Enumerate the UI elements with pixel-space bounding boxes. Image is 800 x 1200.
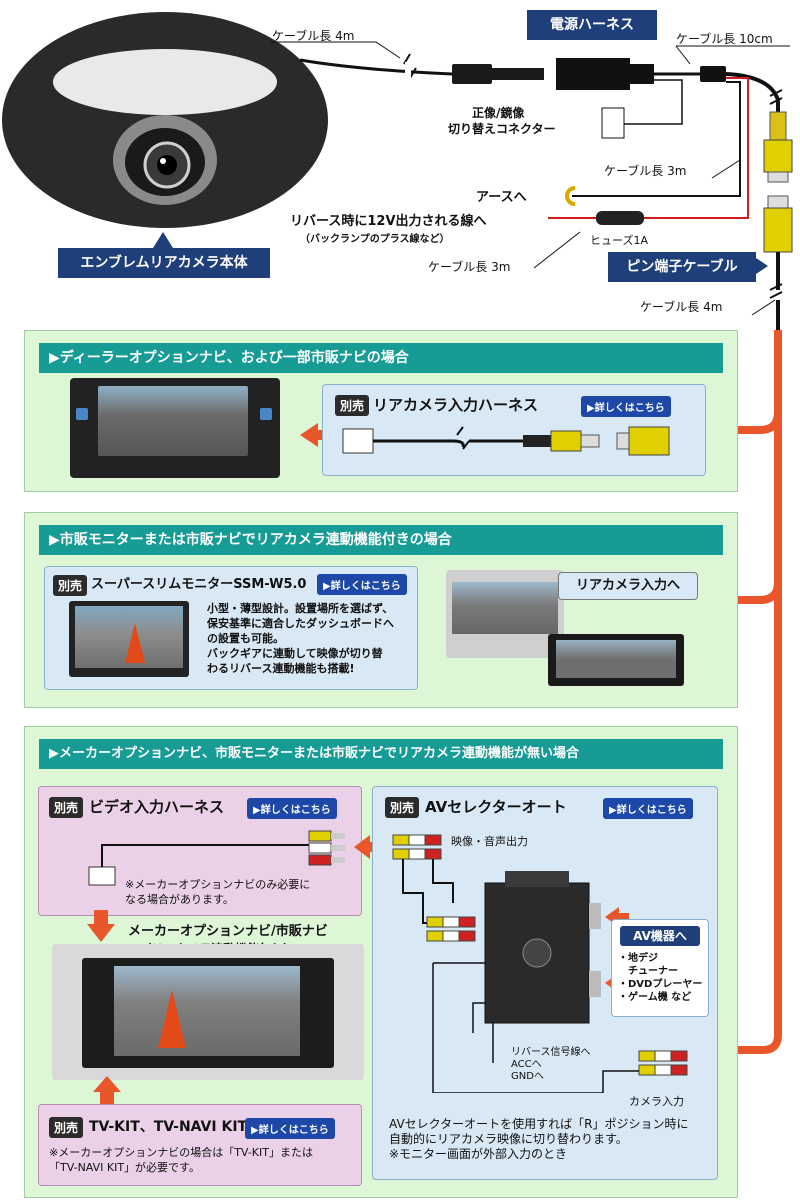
card-title: AVセレクターオート — [425, 798, 567, 816]
av-device-list: ・地デジ チューナー ・DVDプレーヤー ・ゲーム機 など — [618, 953, 703, 1003]
aftermarket-monitor-image — [548, 634, 684, 686]
arrow-down-to-navi — [87, 910, 115, 942]
card-title: スーパースリムモニターSSM-W5.0 — [91, 577, 307, 592]
mirror-connector-label-2: 切り替えコネクター — [448, 122, 556, 136]
details-link[interactable]: ▶詳しくはこちら — [581, 396, 671, 417]
rear-camera-harness-card: 別売 リアカメラ入力ハーネス ▶詳しくはこちら — [322, 384, 706, 476]
cable-length-10cm: ケーブル長 10cm — [676, 32, 773, 46]
av-device-title: AV機器へ — [620, 926, 700, 946]
maker-navi-unit — [52, 944, 364, 1080]
rear-camera-input-label: リアカメラ入力へ — [558, 572, 698, 600]
power-harness-label: 電源ハーネス — [527, 10, 657, 40]
sold-separately-tag: 別売 — [385, 797, 420, 818]
av-device-box: AV機器へ ・地デジ チューナー ・DVDプレーヤー ・ゲーム機 など — [611, 919, 709, 1017]
av-selector-description: AVセレクターオートを使用すれば「R」ポジション時に 自動的にリアカメラ映像に切… — [389, 1117, 689, 1161]
cable-length-3m-b: ケーブル長 3m — [428, 260, 511, 274]
slim-monitor-image — [69, 601, 189, 677]
arrow-selector-to-harness — [354, 835, 384, 859]
camera-input-label: カメラ入力 — [629, 1095, 684, 1108]
sold-separately-tag: 別売 — [49, 1117, 84, 1138]
av-selector-card: 別売 AVセレクターオート ▶詳しくはこちら 映像・音声出力 — [372, 786, 718, 1180]
card-title: ビデオ入力ハーネス — [89, 798, 225, 816]
reverse-wire-label: リバース時に12V出力される線へ — [290, 214, 487, 229]
top-wiring-diagram — [2, 12, 793, 330]
arrow-to-navi-1 — [300, 423, 332, 447]
details-link[interactable]: ▶詳しくはこちら — [317, 574, 407, 595]
cable-length-3m-a: ケーブル長 3m — [604, 164, 687, 178]
mirror-connector-label-1: 正像/鏡像 — [472, 106, 525, 120]
av-output-label: 映像・音声出力 — [451, 835, 528, 848]
earth-label: アースへ — [476, 190, 527, 205]
reverse-wire-sub-label: （バックランプのプラス線など） — [300, 234, 450, 245]
card-title: TV-KIT、TV-NAVI KIT — [89, 1119, 248, 1135]
video-harness-illustration — [88, 830, 345, 886]
details-link[interactable]: ▶詳しくはこちら — [603, 798, 693, 819]
dealer-navi-unit — [70, 378, 280, 478]
tv-kit-card: 別売 TV-KIT、TV-NAVI KIT ▶詳しくはこちら ※メーカーオプショ… — [38, 1104, 362, 1186]
card-title: リアカメラ入力ハーネス — [373, 396, 539, 414]
fuse-label: ヒューズ1A — [590, 234, 648, 247]
video-harness-note: ※メーカーオプションナビのみ必要に なる場合があります。 — [125, 878, 311, 906]
av-selector-illustration — [392, 834, 688, 1093]
sold-separately-tag: 別売 — [53, 575, 88, 596]
details-link[interactable]: ▶詳しくはこちら — [247, 798, 337, 819]
section-3-title: ▶メーカーオプションナビ、市販モニターまたは市販ナビでリアカメラ連動機能が無い場… — [39, 739, 723, 769]
arrow-up-to-navi — [93, 1076, 121, 1106]
pin-cable-label: ピン端子ケーブル — [608, 252, 756, 282]
wire-labels: リバース信号線へ ACCへ GNDへ — [511, 1047, 591, 1083]
sold-separately-tag: 別売 — [49, 797, 84, 818]
cable-length-4m: ケーブル長 4m — [272, 29, 355, 43]
emblem-camera-label: エンブレムリアカメラ本体 — [58, 248, 270, 278]
navi-screen — [98, 386, 248, 456]
sold-separately-tag: 別売 — [335, 395, 370, 416]
aftermarket-navi-image — [446, 570, 564, 658]
maker-navi-label: メーカーオプションナビ/市販ナビ — [128, 924, 328, 939]
monitor-description: 小型・薄型設計。設置場所を選ばず、 保安基準に適合したダッシュボードへ の設置も… — [207, 602, 394, 675]
acc-label: ACCへ — [511, 1059, 542, 1070]
video-harness-card: 別売 ビデオ入力ハーネス ▶詳しくはこちら ※メーカーオプションナビのみ必要に … — [38, 786, 362, 916]
reverse-signal-label: リバース信号線へ — [511, 1047, 591, 1058]
details-link[interactable]: ▶詳しくはこちら — [245, 1118, 335, 1139]
tv-kit-note: ※メーカーオプションナビの場合は「TV-KIT」または 「TV-NAVI KIT… — [49, 1146, 313, 1174]
harness-illustration — [342, 426, 670, 456]
emblem-plate — [53, 49, 277, 115]
section-2-title: ▶市販モニターまたは市販ナビでリアカメラ連動機能付きの場合 — [39, 525, 723, 555]
gnd-label: GNDへ — [511, 1071, 544, 1082]
section-1-title: ▶ディーラーオプションナビ、および一部市販ナビの場合 — [39, 343, 723, 373]
cable-length-4m-b: ケーブル長 4m — [640, 300, 723, 314]
navi-screen — [114, 966, 300, 1056]
slim-monitor-card: 別売 スーパースリムモニターSSM-W5.0 ▶詳しくはこちら 小型・薄型設計。… — [44, 566, 418, 690]
